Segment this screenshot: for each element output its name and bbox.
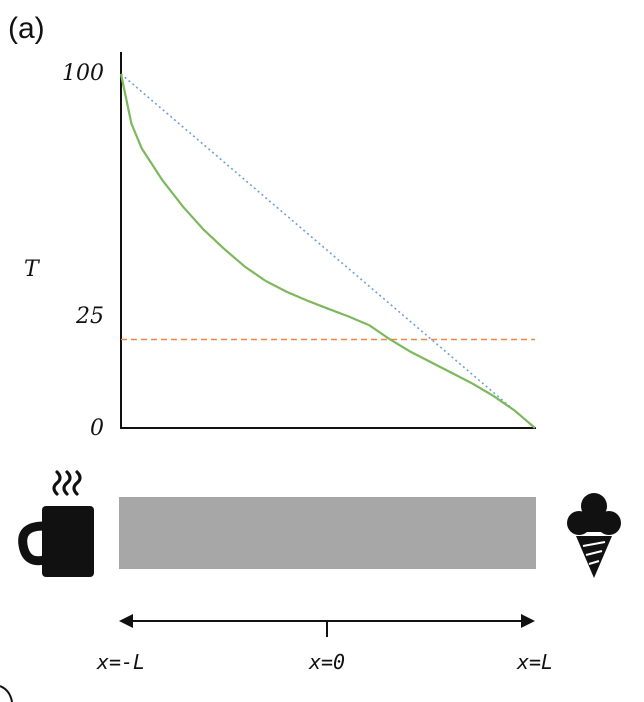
gray-rod-bar xyxy=(119,497,536,569)
left-arrowhead-icon xyxy=(119,614,133,628)
right-arrowhead-icon xyxy=(521,614,535,628)
y-axis-label: T xyxy=(24,257,41,282)
corner-arc-artifact xyxy=(0,685,13,702)
y-tick-label-25: 25 xyxy=(75,304,104,329)
linear-profile-series-line xyxy=(120,73,536,429)
hot-coffee-mug-icon xyxy=(18,470,94,577)
y-tick-label-0: 0 xyxy=(90,416,104,441)
position-label-center: x=0 xyxy=(308,650,345,674)
y-tick-label-100: 100 xyxy=(62,61,104,86)
panel-label: (a) xyxy=(8,12,45,45)
position-label-right: x=L xyxy=(516,650,553,674)
position-label-left: x=-L xyxy=(96,650,145,674)
temperature-curve-series-line xyxy=(119,73,536,429)
ice-cream-cone-icon xyxy=(567,493,621,578)
